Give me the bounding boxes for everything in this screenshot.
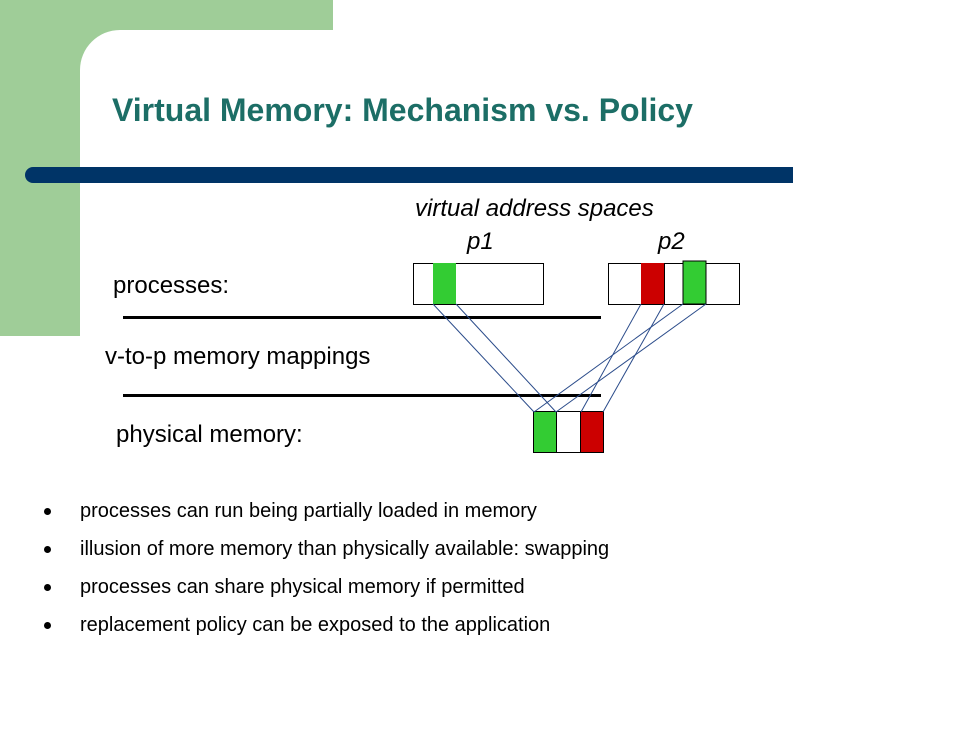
bullet-dot-icon: [44, 508, 51, 515]
p1-label: p1: [467, 228, 494, 255]
bullet-text: processes can run being partially loaded…: [80, 500, 537, 522]
bullet-dot-icon: [44, 622, 51, 629]
slide-title: Virtual Memory: Mechanism vs. Policy: [112, 92, 693, 128]
p2-green-map-line-right: [555, 303, 707, 413]
p1-page-green: [433, 263, 456, 304]
physical-memory-frames: [533, 411, 604, 453]
mappings-label: v-to-p memory mappings: [105, 343, 371, 370]
p2-box: [608, 263, 740, 305]
mapping-lines: [432, 303, 707, 413]
title-divider: [25, 167, 793, 183]
mappings-divider: [123, 394, 601, 397]
p2-green-map-line-left: [533, 303, 684, 413]
bullet-text: illusion of more memory than physically …: [80, 538, 610, 560]
virtual-address-spaces-label: virtual address spaces: [415, 195, 654, 222]
slide-content-card: [80, 30, 960, 730]
physical-memory-label: physical memory:: [116, 421, 303, 448]
frame-red: [581, 412, 603, 452]
bullet-text: processes can share physical memory if p…: [80, 576, 525, 598]
processes-divider: [123, 316, 601, 319]
p2-address-space: [608, 260, 740, 305]
p2-page-green: [682, 260, 707, 305]
bullet-item: processes can run being partially loaded…: [44, 494, 609, 532]
bullet-text: replacement policy can be exposed to the…: [80, 614, 551, 636]
p2-red-map-line-right: [602, 303, 665, 413]
p1-map-line-right: [455, 303, 557, 413]
frame-green: [534, 412, 556, 452]
bullet-item: processes can share physical memory if p…: [44, 570, 609, 608]
p1-address-space: [413, 263, 544, 305]
bullet-item: illusion of more memory than physically …: [44, 532, 609, 570]
bullet-dot-icon: [44, 584, 51, 591]
p1-map-line-left: [432, 303, 535, 413]
bullet-item: replacement policy can be exposed to the…: [44, 608, 609, 646]
p2-red-map-line-left: [580, 303, 642, 413]
bullet-dot-icon: [44, 546, 51, 553]
p2-page-red: [641, 263, 664, 304]
p2-label: p2: [658, 228, 685, 255]
bullet-list: processes can run being partially loaded…: [44, 494, 609, 646]
processes-label: processes:: [113, 272, 230, 299]
